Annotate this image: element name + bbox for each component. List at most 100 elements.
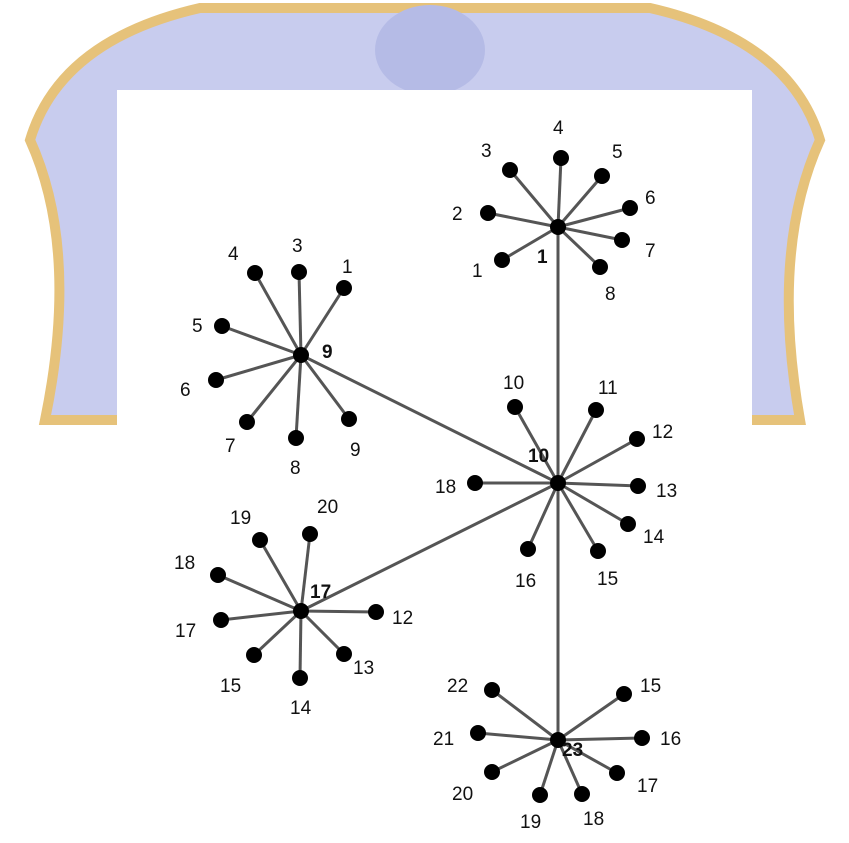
leaf-node bbox=[470, 725, 486, 741]
leaf-node bbox=[213, 612, 229, 628]
leaf-node bbox=[246, 647, 262, 663]
hub-label: 10 bbox=[528, 446, 549, 467]
leaf-node bbox=[634, 730, 650, 746]
spoke-edge bbox=[247, 355, 301, 422]
leaf-label: 18 bbox=[435, 477, 456, 498]
leaf-label: 22 bbox=[447, 676, 468, 697]
leaf-node bbox=[614, 232, 630, 248]
hub-label: 23 bbox=[562, 740, 583, 761]
spoke-edge bbox=[492, 690, 558, 740]
leaf-node bbox=[630, 478, 646, 494]
hub-label: 9 bbox=[322, 342, 333, 363]
leaf-node bbox=[368, 604, 384, 620]
spoke-edge bbox=[301, 355, 349, 419]
leaf-node bbox=[467, 475, 483, 491]
hub-node bbox=[293, 603, 309, 619]
hub-node bbox=[293, 347, 309, 363]
spoke-edge bbox=[301, 611, 376, 612]
leaf-node bbox=[302, 526, 318, 542]
leaf-label: 20 bbox=[452, 784, 473, 805]
leaf-label: 12 bbox=[652, 422, 673, 443]
leaf-label: 15 bbox=[220, 676, 241, 697]
spoke-edge bbox=[502, 227, 558, 260]
leaf-node bbox=[588, 402, 604, 418]
leaf-node bbox=[553, 150, 569, 166]
leaf-label: 20 bbox=[317, 497, 338, 518]
leaf-label: 3 bbox=[481, 141, 492, 162]
leaf-label: 6 bbox=[645, 188, 656, 209]
leaf-node bbox=[622, 200, 638, 216]
leaf-label: 1 bbox=[472, 261, 483, 282]
spoke-edge bbox=[216, 355, 301, 380]
leaf-label: 19 bbox=[230, 508, 251, 529]
leaf-node bbox=[616, 686, 632, 702]
leaf-label: 7 bbox=[645, 241, 656, 262]
leaf-node bbox=[336, 280, 352, 296]
spoke-edge bbox=[558, 158, 561, 227]
leaf-node bbox=[210, 567, 226, 583]
leaf-label: 17 bbox=[175, 621, 196, 642]
spoke-edge bbox=[528, 483, 558, 549]
leaf-label: 10 bbox=[503, 373, 524, 394]
spoke-edge bbox=[299, 272, 301, 355]
leaf-label: 8 bbox=[605, 284, 616, 305]
leaf-label: 12 bbox=[392, 608, 413, 629]
spoke-edge bbox=[558, 208, 630, 227]
leaf-label: 5 bbox=[192, 316, 203, 337]
leaf-label: 3 bbox=[292, 236, 303, 257]
leaf-node bbox=[592, 259, 608, 275]
leaf-node bbox=[609, 765, 625, 781]
leaf-node bbox=[208, 372, 224, 388]
spoke-edge bbox=[558, 483, 638, 486]
leaf-label: 9 bbox=[350, 440, 361, 461]
spoke-edge bbox=[301, 534, 310, 611]
leaf-label: 16 bbox=[660, 729, 681, 750]
spoke-edge bbox=[255, 273, 301, 355]
leaf-label: 21 bbox=[433, 729, 454, 750]
leaf-node bbox=[484, 682, 500, 698]
hub-label: 17 bbox=[310, 582, 331, 603]
spoke-edge bbox=[478, 733, 558, 740]
leaf-label: 2 bbox=[452, 204, 463, 225]
leaf-label: 4 bbox=[553, 118, 564, 139]
leaf-node bbox=[502, 162, 518, 178]
leaf-node bbox=[239, 414, 255, 430]
leaf-node bbox=[494, 252, 510, 268]
leaf-label: 15 bbox=[640, 676, 661, 697]
leaf-node bbox=[574, 786, 590, 802]
leaf-label: 14 bbox=[290, 698, 312, 719]
hub-node bbox=[550, 475, 566, 491]
leaf-label: 11 bbox=[598, 378, 618, 399]
leaf-node bbox=[507, 399, 523, 415]
leaf-label: 13 bbox=[656, 481, 677, 502]
spoke-edge bbox=[218, 575, 301, 611]
hub-node bbox=[550, 219, 566, 235]
spoke-edge bbox=[254, 611, 301, 655]
leaf-node bbox=[291, 264, 307, 280]
spoke-edge bbox=[558, 694, 624, 740]
leaf-label: 15 bbox=[597, 569, 618, 590]
spoke-edge bbox=[301, 611, 344, 654]
leaf-label: 16 bbox=[515, 571, 536, 592]
leaf-label: 18 bbox=[174, 553, 195, 574]
leaf-label: 18 bbox=[583, 809, 604, 830]
spoke-edge bbox=[296, 355, 301, 438]
leaf-node bbox=[288, 430, 304, 446]
leaf-label: 19 bbox=[520, 812, 541, 833]
leaf-node bbox=[520, 541, 536, 557]
leaf-label: 5 bbox=[612, 142, 623, 163]
leaf-node bbox=[484, 764, 500, 780]
leaf-node bbox=[620, 516, 636, 532]
leaf-label: 1 bbox=[342, 257, 353, 278]
leaf-label: 17 bbox=[637, 776, 658, 797]
leaf-node bbox=[532, 787, 548, 803]
leaf-label: 6 bbox=[180, 380, 191, 401]
leaf-label: 13 bbox=[353, 658, 374, 679]
hub-label: 1 bbox=[537, 247, 548, 268]
spoke-edge bbox=[221, 611, 301, 620]
leaf-label: 8 bbox=[290, 458, 301, 479]
spoke-edge bbox=[558, 176, 602, 227]
spoke-edge bbox=[260, 540, 301, 611]
leaf-node bbox=[252, 532, 268, 548]
